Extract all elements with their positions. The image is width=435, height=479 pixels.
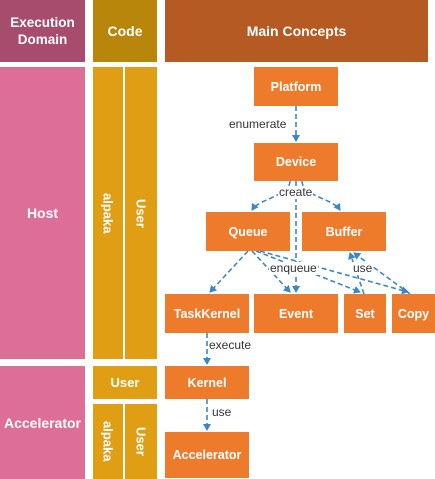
link-device-queue [251, 180, 291, 211]
link-set-buffer [348, 252, 365, 295]
node-buffer: Buffer [302, 212, 386, 251]
node-event: Event [254, 294, 338, 333]
link-queue-taskkernel [209, 250, 249, 293]
edge-label-enumerate: enumerate [228, 117, 288, 131]
domain-accelerator: Accelerator [0, 366, 85, 479]
edge-label-execute: execute [208, 338, 253, 352]
code-accelerator-alpaka: alpaka [93, 404, 123, 479]
node-device: Device [254, 143, 338, 181]
edge-label-enqueue: enqueue [269, 261, 318, 275]
code-accelerator-user-vertical: User [125, 404, 157, 479]
node-accelerator: Accelerator [165, 432, 249, 478]
code-host-alpaka: alpaka [93, 67, 123, 359]
link-device-buffer [301, 180, 341, 211]
header-execution-domain: Execution Domain [0, 0, 85, 62]
link-queue-copy [259, 250, 409, 295]
code-accelerator-user: User [93, 366, 157, 399]
code-host-user: User [125, 67, 157, 359]
node-copy: Copy [392, 294, 435, 333]
edge-label-use-accelerator: use [211, 405, 233, 419]
node-set: Set [344, 294, 386, 333]
edge-label-use-buffer: use [352, 261, 374, 275]
node-taskkernel: TaskKernel [165, 294, 249, 333]
node-platform: Platform [254, 67, 338, 106]
node-kernel: Kernel [165, 366, 249, 399]
link-queue-set [255, 250, 361, 294]
header-main-concepts: Main Concepts [165, 0, 428, 62]
node-queue: Queue [206, 212, 290, 251]
link-copy-buffer [353, 252, 411, 295]
header-code: Code [93, 0, 157, 62]
domain-host: Host [0, 67, 85, 359]
edge-label-create: create [278, 185, 314, 199]
